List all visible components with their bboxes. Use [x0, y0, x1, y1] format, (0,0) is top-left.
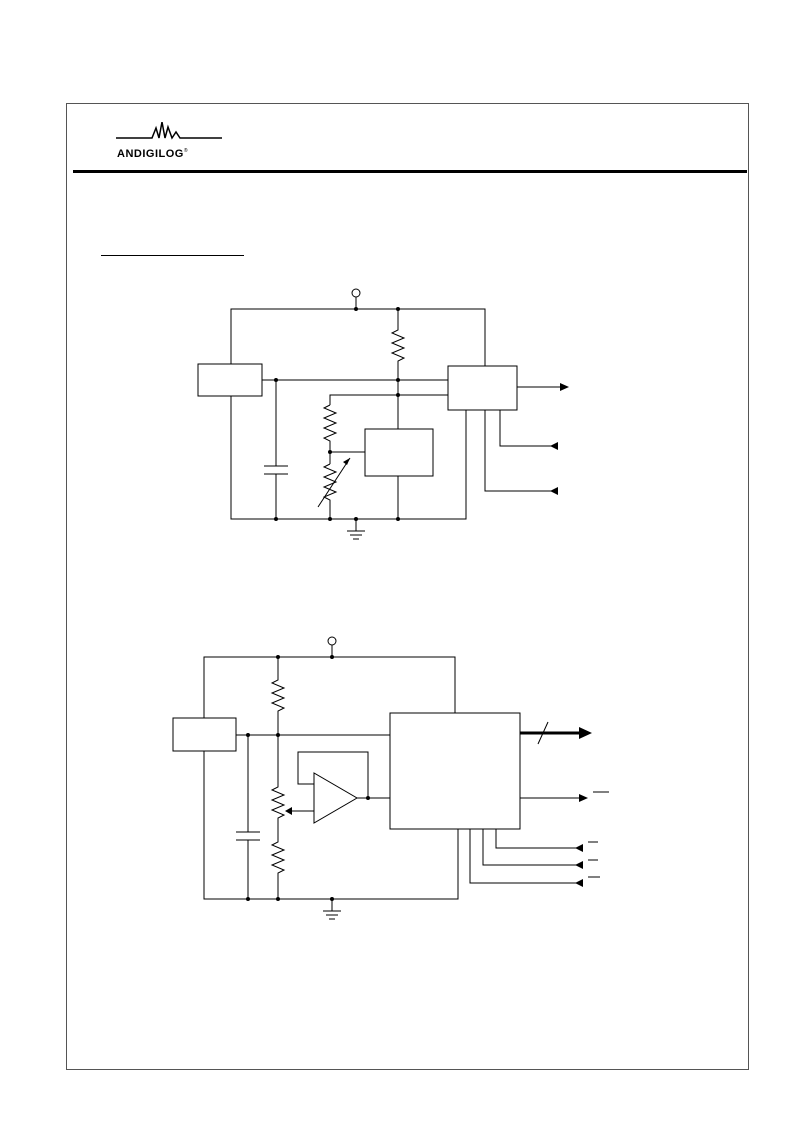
logo-wordmark: ANDIGILOG®	[117, 148, 188, 160]
regulator-block-2	[172, 717, 237, 752]
wiper-arrow	[285, 807, 292, 815]
circuit-1	[197, 288, 569, 540]
supply-rail-2	[203, 656, 456, 718]
logo-text: ANDIGILOG	[117, 148, 184, 160]
header-rule	[73, 170, 747, 173]
logo-trademark: ®	[183, 148, 189, 154]
bus-arrow	[579, 727, 592, 739]
thermistor	[322, 463, 338, 519]
andigilog-logo-icon	[116, 122, 222, 140]
regulator-block	[197, 363, 263, 397]
bus-slash	[537, 721, 549, 745]
op-amp	[313, 772, 358, 824]
input-arrow-4	[575, 861, 583, 869]
input-arrow-1	[550, 442, 558, 450]
supply-terminal-2	[327, 636, 337, 646]
input-arrow-5	[575, 879, 583, 887]
output-arrow	[560, 383, 569, 391]
supply-terminal	[351, 288, 361, 298]
reference-block	[364, 428, 434, 477]
circuit-2	[172, 636, 609, 920]
potentiometer	[270, 735, 286, 837]
input-arrow-3	[575, 844, 583, 852]
page-frame	[66, 103, 749, 1070]
pullup-resistor	[390, 309, 406, 379]
upper-resistor	[270, 657, 286, 735]
divider-resistor	[322, 404, 338, 464]
ground-rail-2	[203, 751, 459, 900]
converter-block	[447, 365, 518, 411]
input-arrow-2	[550, 487, 558, 495]
ground-rail	[230, 396, 467, 520]
section-heading-underline	[101, 255, 244, 256]
supply-rail	[230, 308, 486, 366]
converter-block-2	[389, 712, 521, 830]
output-arrow-2	[579, 794, 588, 802]
lower-resistor	[270, 837, 286, 899]
